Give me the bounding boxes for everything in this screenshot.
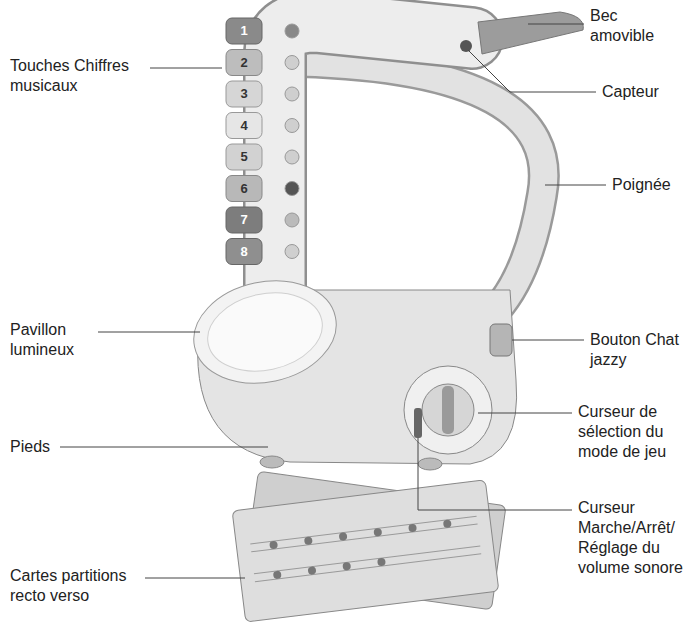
mouthpiece [478, 12, 583, 54]
key-lights [285, 24, 299, 259]
part-label: Poignée [612, 175, 687, 195]
neck-outline [275, 22, 472, 300]
key-number: 3 [226, 86, 262, 102]
bell-light [200, 283, 329, 381]
part-label: Curseur Marche/Arrêt/ Réglage du volume … [578, 498, 686, 578]
part-label: Bouton Chat jazzy [590, 330, 686, 370]
part-label: Touches Chiffres musicaux [10, 56, 150, 96]
key-number: 5 [226, 149, 262, 165]
score-cards [232, 471, 506, 622]
key-number: 6 [226, 181, 262, 197]
staff-lines [250, 516, 481, 582]
power-slider [414, 408, 422, 438]
part-label: Pieds [10, 437, 60, 457]
card-front [232, 480, 499, 622]
leader-lines [60, 24, 606, 578]
foot [260, 456, 284, 468]
part-label: Cartes partitions recto verso [10, 566, 142, 606]
key-number: 8 [226, 244, 262, 260]
bell [184, 268, 346, 396]
foot [418, 458, 442, 470]
notes [269, 519, 455, 579]
neck [275, 22, 472, 300]
key-number: 7 [226, 212, 262, 228]
jazzy-button [490, 324, 512, 356]
key-number: 4 [226, 118, 262, 134]
part-label: Bec amovible [590, 6, 665, 46]
mode-dial [404, 366, 492, 454]
dial-grip [442, 386, 454, 434]
keys [226, 18, 262, 265]
dial-knob [422, 384, 474, 436]
part-label: Curseur de sélection du mode de jeu [578, 402, 688, 462]
key-number: 2 [226, 55, 262, 71]
part-label: Pavillon lumineux [10, 320, 95, 360]
sensor [460, 40, 472, 52]
key-number: 1 [226, 23, 262, 39]
part-label: Capteur [602, 82, 682, 102]
